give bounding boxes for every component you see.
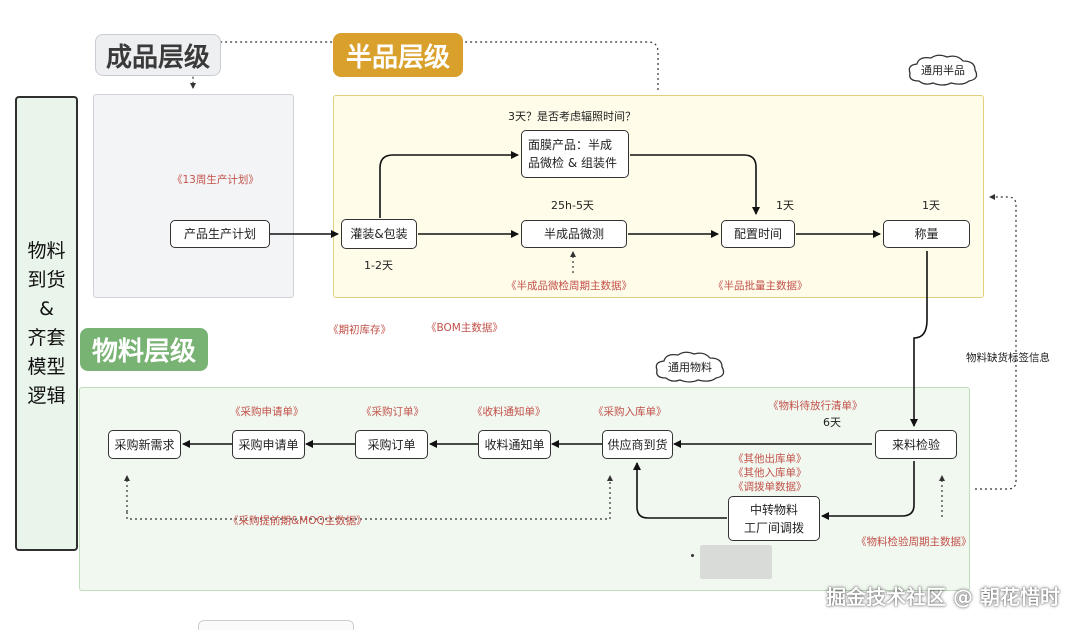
- material-level-tag: 物料层级: [80, 328, 208, 371]
- note-initinv: 《期初库存》: [328, 324, 391, 336]
- node-mask[interactable]: 面膜产品：半成 品微检 & 组装件: [521, 130, 629, 178]
- note-bom: 《BOM主数据》: [426, 322, 503, 334]
- label-t25: 25h-5天: [551, 199, 594, 212]
- node-fill[interactable]: 灌装&包装: [341, 219, 417, 249]
- node-supplier[interactable]: 供应商到货: [602, 430, 673, 459]
- note-semicheck: 《半成品微检周期主数据》: [506, 280, 632, 292]
- semi-level-tag: 半品层级: [333, 33, 463, 77]
- note-pending: 《物料待放行清单》: [768, 400, 863, 412]
- node-semitest[interactable]: 半成品微测: [521, 220, 627, 248]
- edge-transfer-supplier: [633, 462, 727, 519]
- label-d6: 6天: [823, 416, 841, 429]
- note-otherin: 《其他入库单》: [733, 467, 807, 479]
- note-mcheck: 《物料检验周期主数据》: [856, 536, 972, 548]
- finished-level-region: [93, 94, 294, 298]
- edge-incoming-transfer: [821, 461, 915, 520]
- note-inbound: 《采购入库单》: [593, 406, 667, 418]
- material-cloud: 通用物料: [652, 350, 728, 384]
- edge-weigh-incoming: [910, 251, 928, 427]
- node-po[interactable]: 采购订单: [355, 430, 428, 459]
- cloud-shape-icon: [655, 351, 725, 383]
- semi-level-region: [333, 95, 984, 298]
- node-newreq[interactable]: 采购新需求: [108, 430, 181, 459]
- semi-cloud: 通用半品: [905, 53, 981, 87]
- note-moq: 《采购提前期&MOQ主数据》: [228, 515, 367, 527]
- cloud-shape-icon: [908, 54, 978, 86]
- semi-cloud-label: 通用半品: [921, 64, 965, 77]
- watermark: 掘金技术社区 @ 朝花惜时: [826, 585, 1060, 609]
- edge-fill-mask: [379, 151, 519, 218]
- label-d1a: 1天: [776, 199, 794, 212]
- edge-dotted-shortage: [975, 194, 1017, 490]
- note-po: 《采购订单》: [361, 406, 424, 418]
- note-receive: 《收料通知单》: [472, 406, 546, 418]
- note-otherout: 《其他出库单》: [733, 453, 807, 465]
- sidebar-title: 物料 到货 & 齐套 模型 逻辑: [27, 239, 66, 407]
- finished-level-tag: 成品层级: [95, 34, 221, 76]
- dot-mark: [691, 554, 694, 557]
- note-semibatch: 《半品批量主数据》: [713, 280, 808, 292]
- node-pr[interactable]: 采购申请单: [232, 430, 305, 459]
- note-transfer: 《调拨单数据》: [733, 481, 807, 493]
- edge-dotted-moq: [126, 475, 613, 520]
- node-config[interactable]: 配置时间: [721, 220, 795, 248]
- material-cloud-label: 通用物料: [668, 361, 712, 374]
- material-level-region: [79, 387, 970, 591]
- node-receive[interactable]: 收料通知单: [478, 430, 551, 459]
- node-transfer[interactable]: 中转物料 工厂间调拨: [728, 496, 820, 541]
- sidebar-panel: 物料 到货 & 齐套 模型 逻辑: [15, 96, 78, 551]
- node-weigh[interactable]: 称量: [883, 220, 970, 248]
- label-shortage: 物料缺货标签信息: [966, 352, 1050, 364]
- blurred-patch: [700, 545, 772, 579]
- edge-mask-config: [630, 154, 760, 215]
- note-plan13: 《13周生产计划》: [172, 174, 259, 186]
- cropped-box-edge: [198, 620, 354, 630]
- label-d1b: 1天: [922, 199, 940, 212]
- node-plan[interactable]: 产品生产计划: [170, 220, 270, 248]
- label-d12: 1-2天: [364, 259, 393, 272]
- node-incoming[interactable]: 来料检验: [875, 430, 957, 459]
- label-q3: 3天？是否考虑辐照时间？: [508, 110, 636, 123]
- note-pr: 《采购申请单》: [230, 406, 304, 418]
